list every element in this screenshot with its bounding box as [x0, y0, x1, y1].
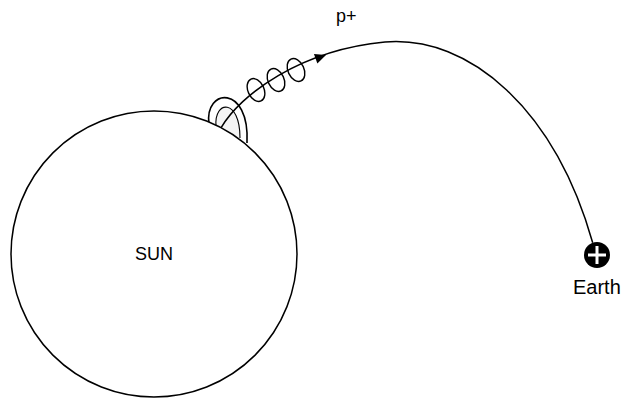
sun-label: SUN [135, 244, 173, 265]
helix-loops [244, 56, 309, 105]
earth-symbol: Earth [566, 240, 628, 304]
earth-label: Earth [573, 276, 621, 299]
arrow-head [314, 54, 326, 63]
particle-label: p+ [336, 6, 357, 27]
sun-circle: SUN [10, 110, 298, 398]
